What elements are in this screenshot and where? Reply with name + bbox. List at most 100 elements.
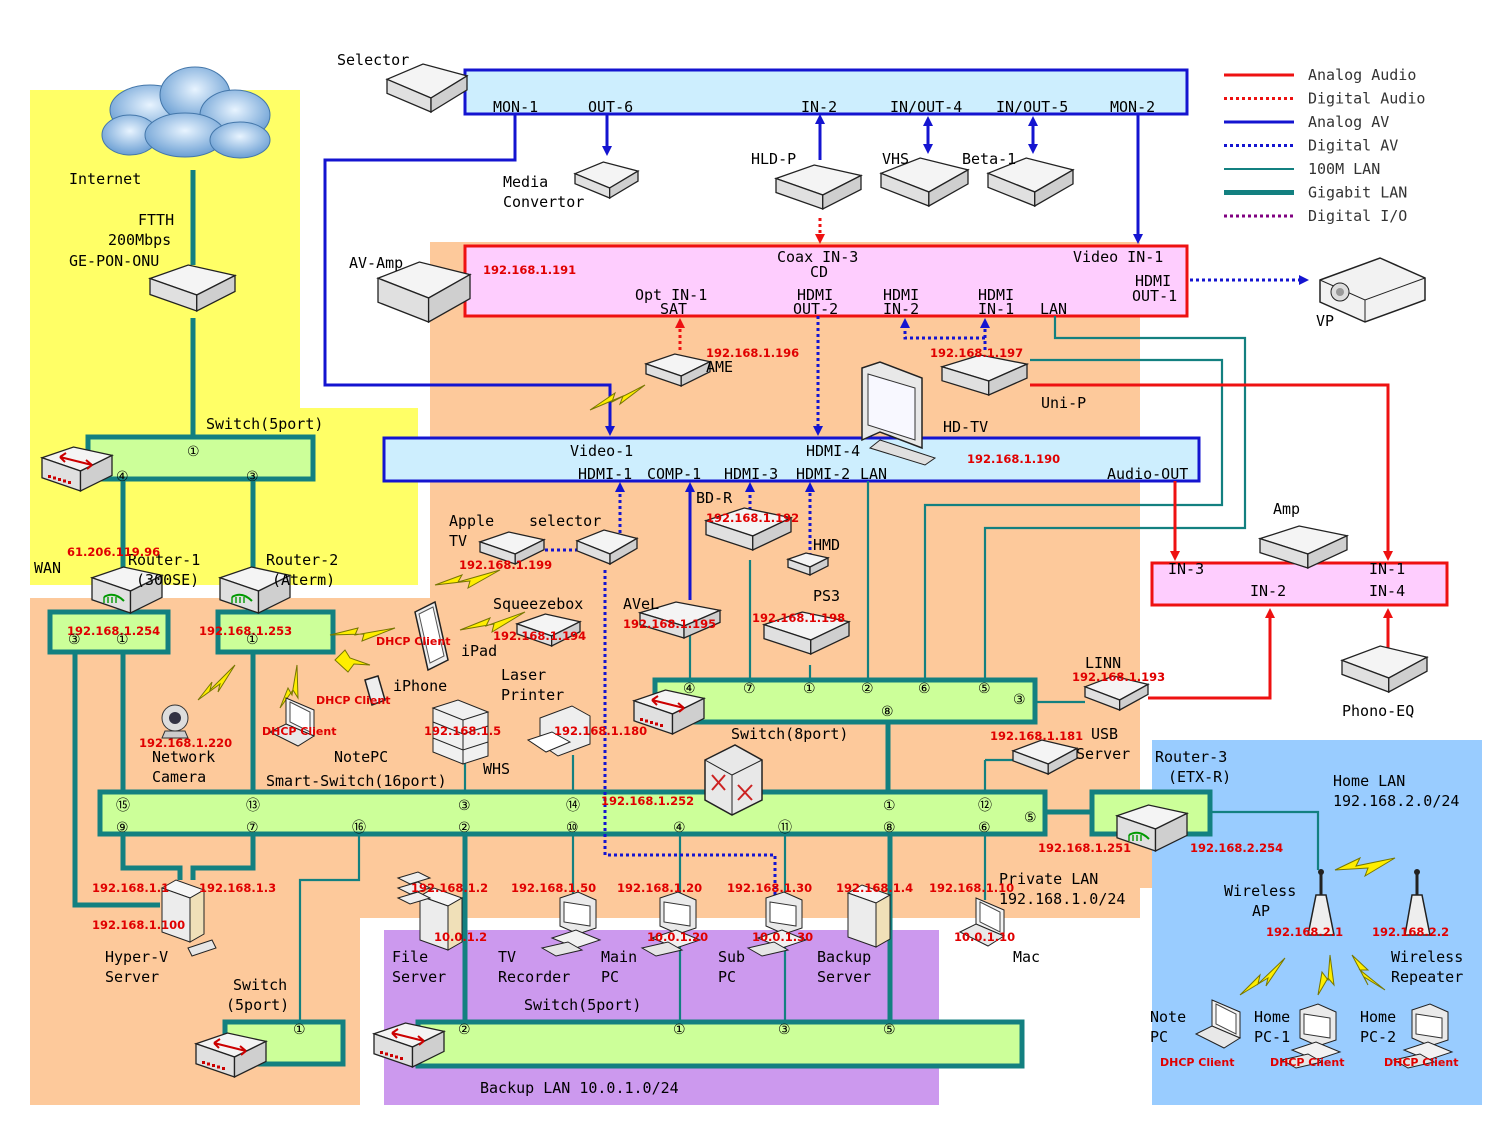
ip-tvrec: 192.168.1.50: [511, 881, 596, 895]
label-switch5-backup: Switch(5port): [524, 996, 641, 1014]
label-usb-1: USB: [1091, 725, 1118, 743]
ip-file: 192.168.1.2: [411, 881, 488, 895]
label-ipad: iPad: [461, 642, 497, 660]
ame-device-icon: [644, 353, 712, 388]
onu-device-icon: [148, 264, 237, 313]
avamp-bar: [463, 244, 1189, 318]
audio-links: [1030, 383, 1393, 700]
unip-device-icon: [939, 354, 1030, 396]
port-bk-5: ⑤: [883, 1022, 896, 1038]
label-tv-hdmi4: HDMI-4: [806, 442, 860, 460]
avel-device-icon: [637, 601, 723, 639]
label-home-pc1-1: Home: [1254, 1008, 1290, 1026]
smart-switch-icon: [704, 744, 763, 816]
appletv-device-icon: [478, 531, 546, 566]
label-ame: AME: [706, 358, 733, 376]
computer-devices: [160, 697, 1454, 1069]
dhcp-note-pc: DHCP Client: [1160, 1056, 1234, 1069]
iphone-icon: [364, 675, 386, 706]
label-hyperv-2: Server: [105, 968, 159, 986]
label-bdr: BD-R: [696, 489, 733, 507]
label-router1-2: (300SE): [136, 571, 199, 589]
label-inout5: IN/OUT-5: [996, 98, 1068, 116]
port-ss-10: ⑩: [566, 820, 579, 836]
ip-hdtv: 192.168.1.190: [967, 452, 1060, 466]
label-switch8: Switch(8port): [731, 725, 848, 743]
ipad-icon: [414, 600, 449, 672]
label-backup-2: Server: [817, 968, 871, 986]
label-iphone: iPhone: [393, 677, 447, 695]
port-ss-4: ④: [673, 820, 686, 836]
port-bk-2: ②: [458, 1022, 471, 1038]
label-avamp: AV-Amp: [349, 254, 403, 272]
port-ss-5: ⑤: [1024, 810, 1037, 826]
main-pc-icon: [640, 891, 702, 957]
label-vp: VP: [1316, 312, 1334, 330]
label-home-lan-2: 192.168.2.0/24: [1333, 792, 1459, 810]
label-sat: SAT: [660, 300, 687, 318]
port-ss-7: ⑦: [246, 820, 259, 836]
ip-ap: 192.168.2.1: [1266, 925, 1343, 939]
ip-smart-switch: 192.168.1.252: [601, 794, 694, 808]
port-labels: ① ④ ③ ③ ① ① ④ ⑦ ① ② ⑥ ⑤ ③ ⑧ ⑮ ⑬ ③ ⑭ ① ⑫ …: [68, 444, 1037, 1038]
label-hdmi-out1-a: HDMI: [1135, 272, 1171, 290]
label-tv-audio-out: Audio-OUT: [1107, 465, 1188, 483]
box-devices: [39, 63, 1429, 1079]
port-s8-4: ④: [683, 681, 696, 697]
label-wan: WAN: [34, 559, 61, 577]
squeezebox-device-icon: [515, 613, 582, 648]
port-s5-3: ③: [246, 469, 259, 485]
label-hldp: HLD-P: [751, 150, 796, 168]
ip-hyperv-a: 192.168.1.1: [92, 881, 169, 895]
wireless-links: [197, 384, 1396, 996]
sub-pc-icon: [746, 891, 808, 957]
legend-label: 100M LAN: [1308, 160, 1380, 178]
label-hmd: HMD: [813, 536, 840, 554]
port-ss-6: ⑥: [978, 820, 991, 836]
label-amp-in3: IN-3: [1168, 560, 1204, 578]
network-camera-icon: [161, 704, 189, 739]
label-opt-in1: Opt IN-1: [635, 286, 707, 304]
home-pc1-icon: [1280, 1003, 1342, 1069]
switch5-backup-icon: [371, 1022, 446, 1069]
port-r1-3: ③: [68, 632, 81, 648]
digital-audio-links: [675, 218, 825, 350]
label-private-lan-1: Private LAN: [999, 870, 1098, 888]
selector-bar: [463, 68, 1189, 116]
label-main-1: Main: [601, 948, 637, 966]
label-cd: CD: [810, 263, 828, 281]
label-note-pc-1: Note: [1150, 1008, 1186, 1026]
label-laser-2: Printer: [501, 686, 564, 704]
ip-router3-home: 192.168.2.254: [1190, 841, 1283, 855]
port-ss-2: ②: [458, 820, 471, 836]
port-r2-1: ①: [246, 632, 259, 648]
ip-ame: 192.168.1.196: [706, 346, 799, 360]
port-ss-3: ③: [458, 798, 471, 814]
bdr-device-icon: [703, 507, 794, 552]
label-laser-1: Laser: [501, 666, 546, 684]
port-s5-1: ①: [187, 444, 200, 460]
router1-icon: [89, 566, 164, 615]
port-ss-16: ⑯: [352, 820, 366, 836]
label-tv-lan: LAN: [860, 465, 887, 483]
label-netcam-2: Camera: [152, 768, 206, 786]
backup-lan-zone: [384, 930, 939, 1105]
label-wireless-rep-1: Wireless: [1391, 948, 1463, 966]
beta1-device-icon: [986, 157, 1075, 208]
label-usb-2: Server: [1076, 745, 1130, 763]
dhcp-labels: DHCP Client DHCP Client DHCP Client DHCP…: [262, 635, 1458, 1069]
port-r1-1: ①: [116, 632, 129, 648]
port-ss-14: ⑭: [566, 798, 580, 814]
label-amp-in2: IN-2: [1250, 582, 1286, 600]
ip-avamp: 192.168.1.191: [483, 263, 576, 277]
label-hdtv: HD-TV: [943, 418, 988, 436]
usb-server-device-icon: [1011, 739, 1079, 776]
router1-bar: [47, 609, 171, 655]
label-mon1: MON-1: [493, 98, 538, 116]
label-ftth1: FTTH: [138, 211, 174, 229]
ip-ps3: 192.168.1.198: [752, 611, 845, 625]
label-apple-tv-2: TV: [449, 532, 467, 550]
media-convertor-icon: [573, 161, 640, 200]
